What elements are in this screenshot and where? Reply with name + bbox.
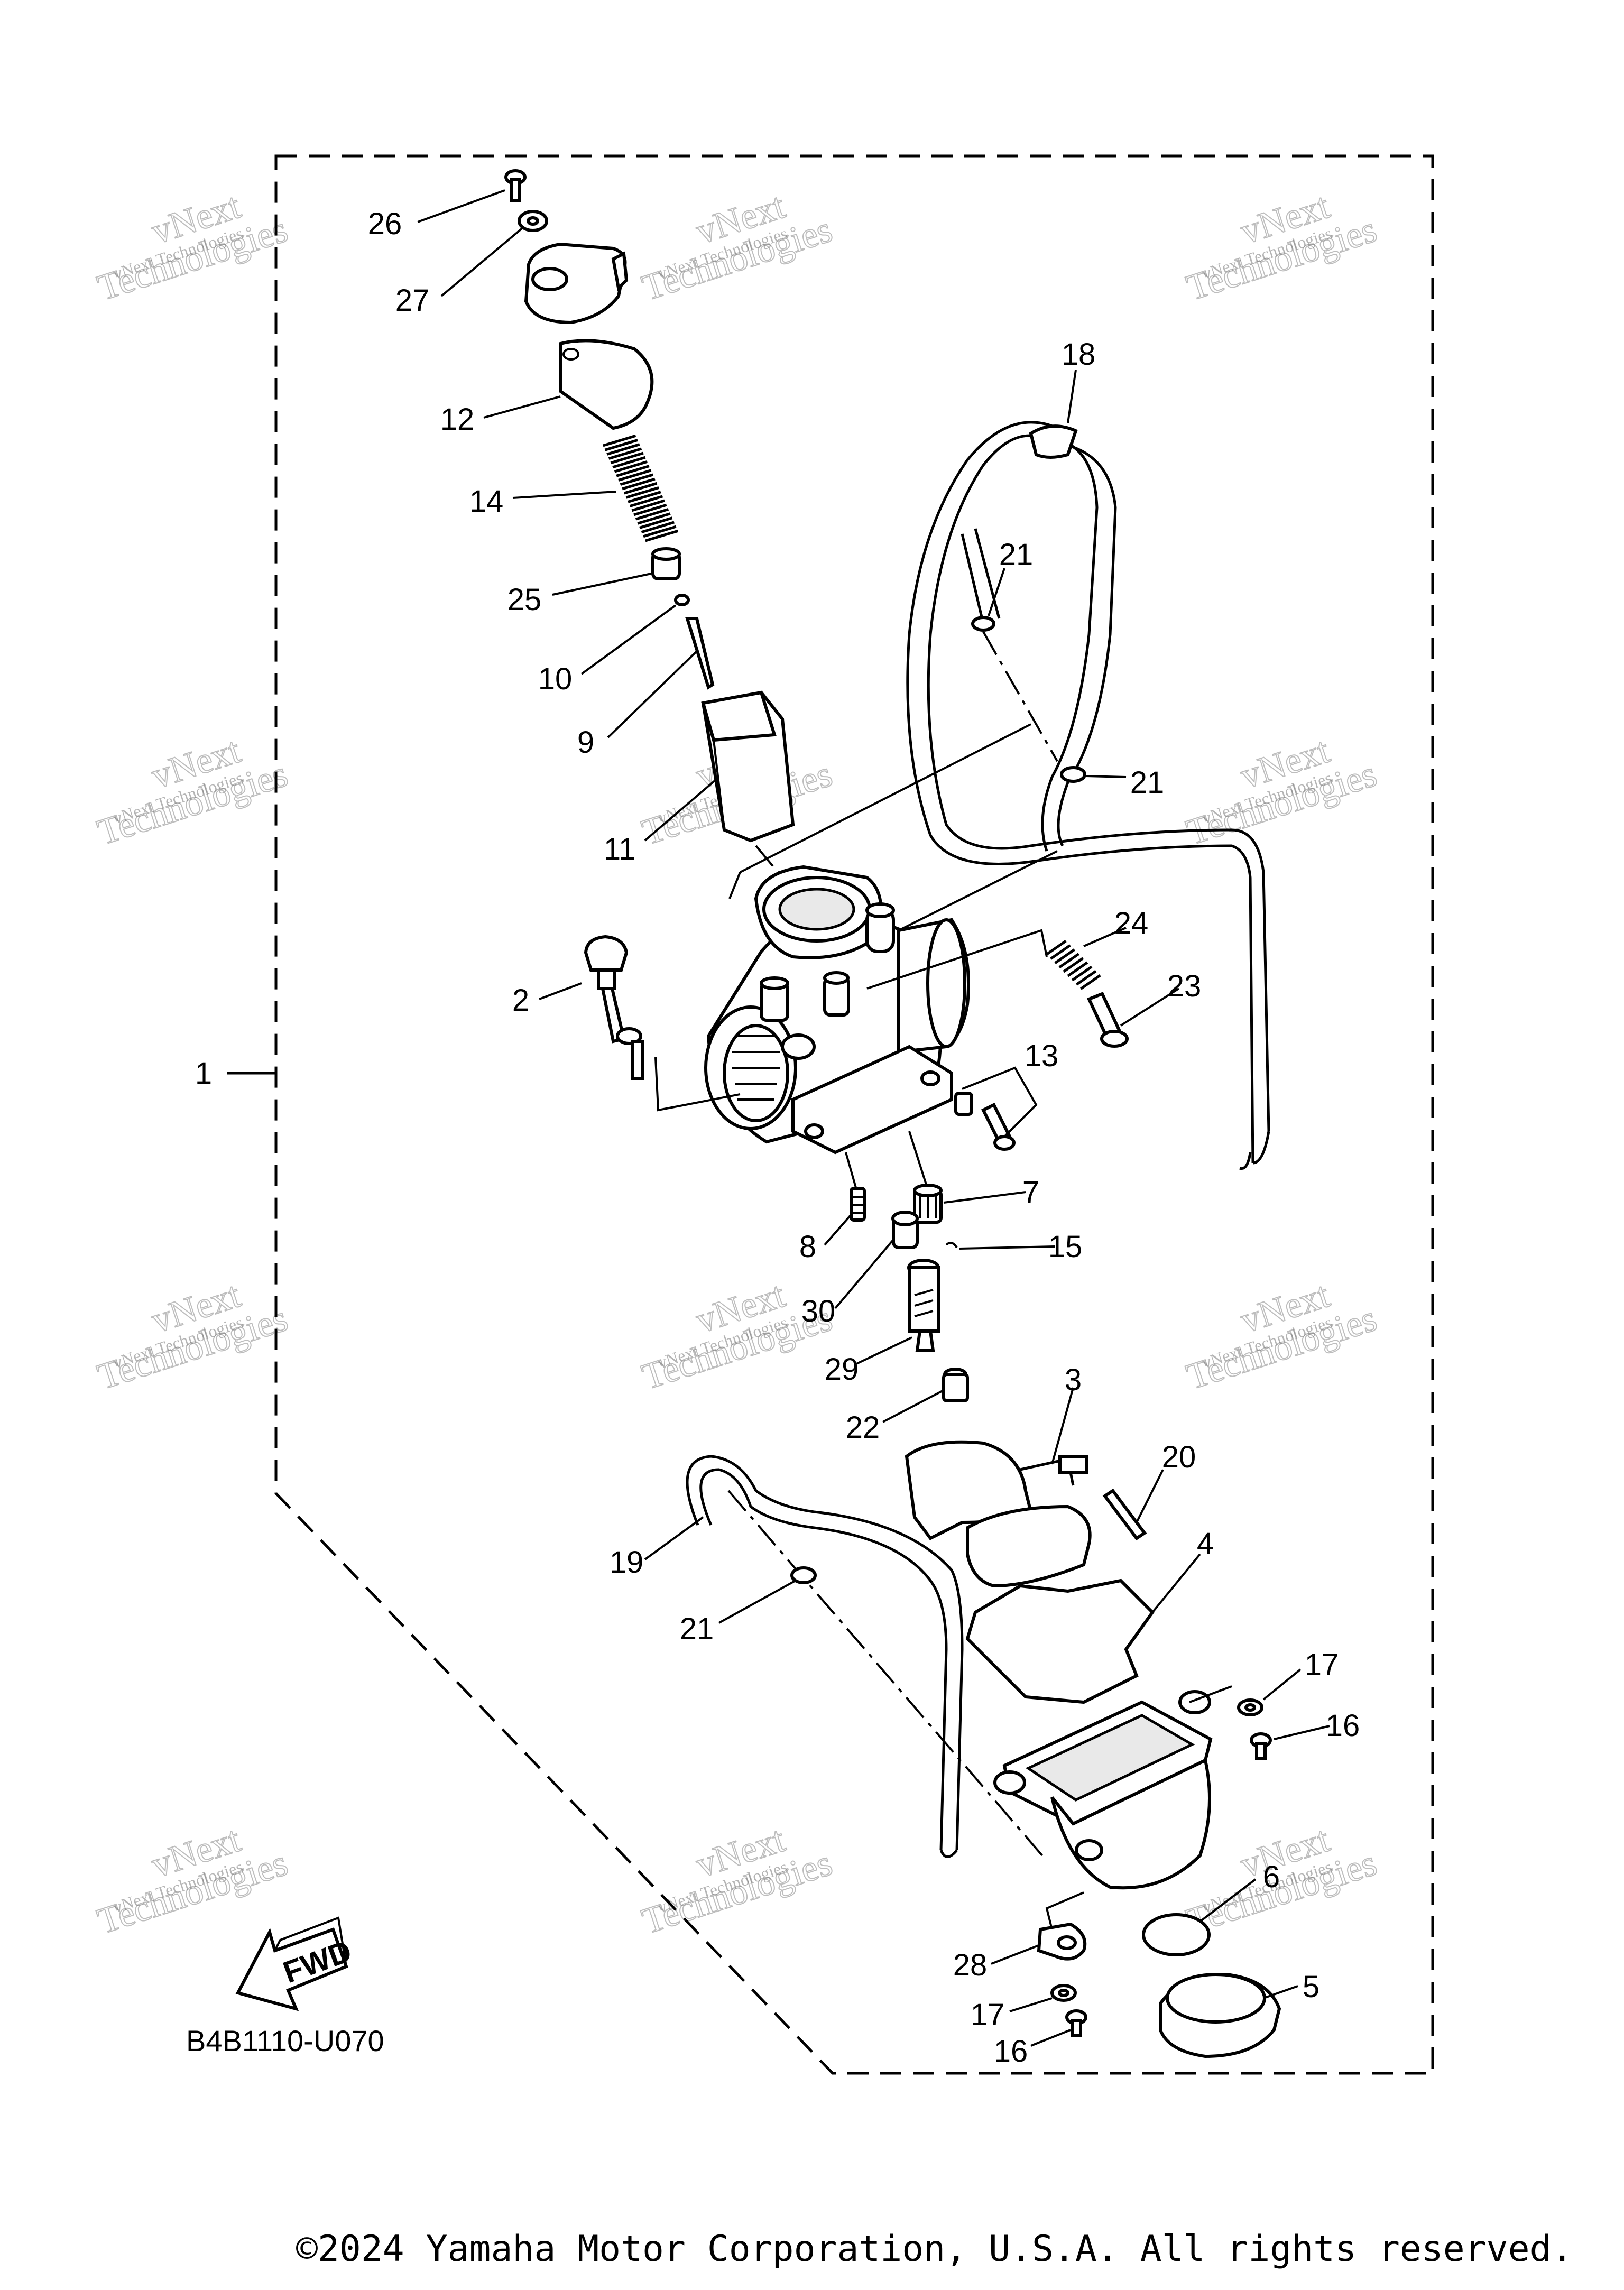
callout-19[interactable]: 19 — [610, 1545, 644, 1580]
callout-5[interactable]: 5 — [1303, 1970, 1320, 2004]
callout-22[interactable]: 22 — [846, 1410, 880, 1445]
part-5-drain-plug[interactable] — [1159, 1972, 1281, 2058]
part-22-main-jet[interactable] — [942, 1368, 969, 1402]
part-16-screw[interactable] — [1065, 2009, 1087, 2037]
part-3-float[interactable] — [905, 1440, 1092, 1588]
callout-26[interactable]: 26 — [368, 207, 402, 241]
part-18-vent-hose[interactable] — [906, 421, 1270, 1170]
part-20-float-pin[interactable] — [1102, 1488, 1147, 1541]
part-8-pilot-jet[interactable] — [850, 1187, 866, 1222]
callout-23[interactable]: 23 — [1167, 969, 1202, 1003]
callout-24[interactable]: 24 — [1114, 906, 1149, 940]
part-15-clip[interactable] — [945, 1242, 958, 1249]
part-21-clamp[interactable] — [971, 616, 995, 632]
callout-29[interactable]: 29 — [825, 1352, 859, 1387]
callout-17[interactable]: 17 — [1305, 1648, 1339, 1682]
callout-21[interactable]: 21 — [999, 538, 1034, 572]
part-30-needle-jet[interactable] — [891, 1211, 919, 1249]
carburetor-top-cap[interactable] — [524, 242, 629, 325]
diagram-code: B4B1110-U070 — [186, 2024, 384, 2057]
part-17-washer[interactable] — [1237, 1698, 1263, 1716]
callout-18[interactable]: 18 — [1062, 337, 1096, 372]
part-7-jet[interactable] — [913, 1184, 943, 1224]
callout-13[interactable]: 13 — [1025, 1039, 1059, 1073]
part-10-clip[interactable] — [674, 594, 690, 606]
part-28-bracket[interactable] — [1037, 1922, 1087, 1961]
fwd-arrow-icon: FWD — [235, 1916, 356, 2011]
part-19-vent-hose[interactable] — [686, 1455, 964, 1858]
part-24-spring[interactable] — [1046, 940, 1101, 990]
part-12-gasket[interactable] — [559, 339, 654, 430]
part-21-clamp[interactable] — [790, 1566, 817, 1584]
callout-11[interactable]: 11 — [604, 832, 635, 866]
part-6-o-ring[interactable] — [1142, 1913, 1211, 1956]
part-27-washer[interactable] — [518, 210, 548, 232]
part-4-bowl-gasket[interactable] — [965, 1578, 1155, 1704]
copyright-notice: ©2024 Yamaha Motor Corporation, U.S.A. A… — [296, 2228, 1573, 2270]
callout-20[interactable]: 20 — [1162, 1440, 1196, 1474]
part-14-spring[interactable] — [603, 434, 679, 542]
callout-10[interactable]: 10 — [538, 662, 573, 696]
callout-30[interactable]: 30 — [801, 1294, 836, 1328]
callout-labels: 1234567891011121314151616171718192021212… — [195, 207, 1360, 2069]
part-25-needle-holder[interactable] — [651, 547, 681, 580]
part-29-main-nozzle[interactable] — [907, 1259, 940, 1352]
callout-2[interactable]: 2 — [512, 983, 529, 1018]
callout-4[interactable]: 4 — [1197, 1527, 1214, 1561]
part-26-screw[interactable] — [504, 169, 527, 202]
part-2-starter-plunger[interactable] — [584, 935, 644, 1080]
carburetor-body[interactable] — [704, 865, 970, 1155]
callout-1[interactable]: 1 — [195, 1056, 212, 1091]
part-16-screw[interactable] — [1250, 1732, 1272, 1760]
callout-15[interactable]: 15 — [1048, 1230, 1083, 1264]
part-21-clamp[interactable] — [1060, 766, 1086, 783]
callout-8[interactable]: 8 — [799, 1230, 816, 1264]
part-23-screw[interactable] — [1086, 992, 1129, 1048]
callout-16[interactable]: 16 — [1326, 1709, 1360, 1743]
callout-25[interactable]: 25 — [508, 583, 542, 617]
float-bowl[interactable] — [993, 1690, 1213, 1890]
callout-27[interactable]: 27 — [395, 283, 430, 318]
part-13-throttle-stop-screw[interactable] — [954, 1092, 1016, 1151]
part-9-jet-needle[interactable] — [685, 617, 715, 690]
callout-12[interactable]: 12 — [440, 402, 475, 437]
part-17-washer[interactable] — [1050, 1984, 1077, 2002]
callout-21[interactable]: 21 — [1130, 765, 1165, 800]
callout-6[interactable]: 6 — [1263, 1860, 1280, 1894]
callout-3[interactable]: 3 — [1065, 1363, 1082, 1397]
callout-7[interactable]: 7 — [1022, 1175, 1039, 1209]
callout-16[interactable]: 16 — [994, 2034, 1028, 2069]
callout-9[interactable]: 9 — [577, 725, 594, 760]
callout-17[interactable]: 17 — [971, 1998, 1005, 2032]
callout-14[interactable]: 14 — [469, 484, 504, 519]
callout-21[interactable]: 21 — [680, 1612, 714, 1646]
part-11-throttle-valve[interactable] — [701, 690, 795, 843]
assembly-boundary — [274, 154, 1434, 2075]
callout-28[interactable]: 28 — [953, 1948, 988, 1982]
